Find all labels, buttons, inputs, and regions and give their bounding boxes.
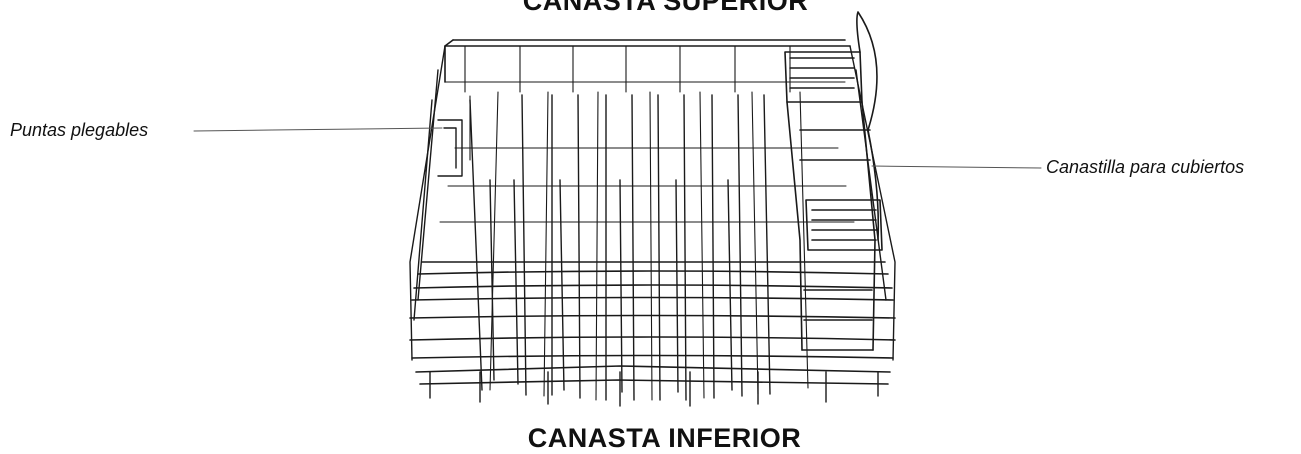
folding-tines-bracket bbox=[437, 119, 463, 177]
folding-tines-leader bbox=[193, 127, 443, 132]
cutlery-basket-leader bbox=[871, 165, 1042, 169]
folding-tines-label: Puntas plegables bbox=[10, 120, 149, 140]
rack-back-wall bbox=[444, 45, 846, 93]
upper-rack-heading: CANASTA SUPERIOR bbox=[522, 0, 809, 16]
rack-front-rails bbox=[409, 261, 896, 385]
callout-leaders bbox=[193, 127, 1042, 169]
rack-bottom-feet bbox=[429, 371, 879, 407]
lower-rack-heading: CANASTA INFERIOR bbox=[527, 423, 802, 453]
cutlery-basket bbox=[784, 11, 883, 351]
rack-side-walls bbox=[409, 45, 896, 361]
cutlery-basket-label: Canastilla para cubiertos bbox=[1046, 157, 1245, 177]
rack-tines bbox=[469, 94, 771, 401]
rack-floor-grid bbox=[439, 91, 855, 401]
rack-back-rim bbox=[444, 39, 851, 83]
